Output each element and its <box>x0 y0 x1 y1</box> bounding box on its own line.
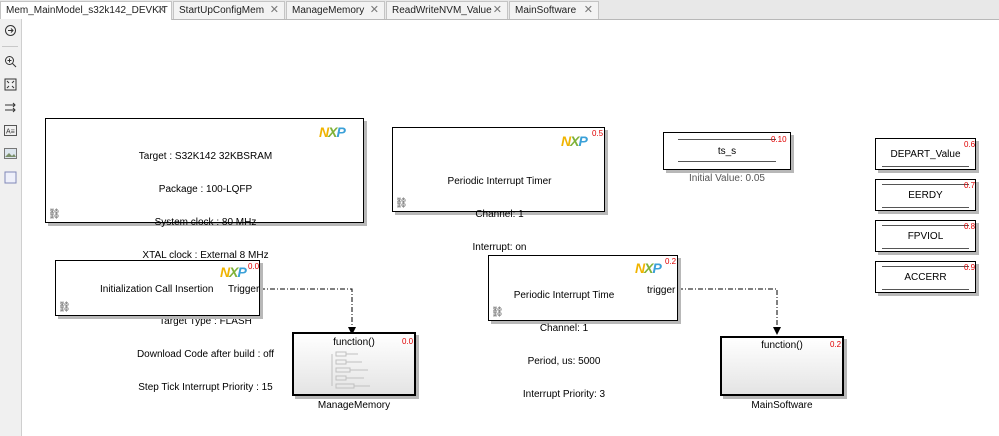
subsystem-preview-icon <box>331 351 370 389</box>
nxp-logo: NXP <box>319 124 346 140</box>
close-icon[interactable]: ✕ <box>156 4 166 16</box>
pit-line: Channel: 1 <box>475 209 524 220</box>
ts-s-block[interactable]: ts_s 0.10 <box>663 132 791 170</box>
config-line: XTAL clock : External 8 MHz <box>142 250 269 261</box>
execution-priority: 0.0 <box>248 262 260 271</box>
store-bar <box>882 184 969 185</box>
periodic-interrupt-timer-trigger-block[interactable]: Periodic Interrupt Time Channel: 1 Perio… <box>488 255 678 400</box>
manage-memory-name: ManageMemory <box>317 400 391 411</box>
link-icon: ⛓ <box>395 198 408 209</box>
execution-priority: 0.0 <box>402 337 414 346</box>
store-bar <box>882 207 969 208</box>
toolbar-separator <box>2 46 18 47</box>
flag-block-accerr[interactable]: ACCERR 0.9 <box>875 261 976 293</box>
pit-text: Periodic Interrupt Timer Channel: 1 Inte… <box>393 154 606 275</box>
block-name: EERDY <box>908 190 943 201</box>
initialization-call-insertion-block[interactable]: Initialization Call Insertion Trigger NX… <box>55 260 260 316</box>
config-line: Target : S32K142 32KBSRAM <box>138 151 273 162</box>
store-bar <box>882 248 969 249</box>
nxp-logo: NXP <box>561 133 588 149</box>
flag-block-depart-value[interactable]: DEPART_Value 0.6 <box>875 138 976 170</box>
config-line: Package : 100-LQFP <box>158 184 253 195</box>
tab-label: StartUpConfigMem <box>179 5 265 16</box>
block-name: ACCERR <box>904 272 947 283</box>
config-line: Step Tick Interrupt Priority : 15 <box>138 382 273 393</box>
nxp-logo: NXP <box>220 264 247 280</box>
trigger-port-label: trigger <box>647 285 676 296</box>
tab-bar: Mem_MainModel_s32k142_DEVKIT ✕ StartUpCo… <box>0 0 999 20</box>
manage-memory-subsystem[interactable]: function() 0.0 <box>292 332 416 396</box>
tab-label: MainSoftware <box>515 5 577 16</box>
config-line: Download Code after build : off <box>136 349 275 360</box>
pit-line: Channel: 1 <box>539 323 589 334</box>
function-port-label: function() <box>761 340 803 351</box>
pit-line: Interrupt Priority: 3 <box>522 389 606 400</box>
block-name: FPVIOL <box>907 231 944 242</box>
close-icon[interactable]: ✕ <box>369 4 379 16</box>
fit-view-icon[interactable] <box>3 78 18 93</box>
nxp-logo: NXP <box>635 260 662 276</box>
execution-priority: 0.6 <box>964 140 976 149</box>
execution-priority: 0.7 <box>964 181 976 190</box>
pit-line: Periodic Interrupt Timer <box>447 176 552 187</box>
tab-startupconfigmem[interactable]: StartUpConfigMem ✕ <box>173 1 285 19</box>
tab-label: ManageMemory <box>292 5 365 16</box>
store-bar <box>882 225 969 226</box>
flag-block-eerdy[interactable]: EERDY 0.7 <box>875 179 976 211</box>
store-bar <box>882 166 969 167</box>
config-line: System clock : 80 MHz <box>154 217 257 228</box>
hide-explorer-icon[interactable] <box>3 24 18 39</box>
area-icon[interactable] <box>3 171 18 186</box>
block-name: ts_s <box>717 146 737 157</box>
store-bar <box>882 289 969 290</box>
trigger-port-label: Trigger <box>228 284 260 295</box>
tab-readwritenvm-value[interactable]: ReadWriteNVM_Value ✕ <box>386 1 508 19</box>
execution-priority: 0.9 <box>964 263 976 272</box>
link-icon: ⛓ <box>58 302 71 313</box>
tab-managememory[interactable]: ManageMemory ✕ <box>286 1 385 19</box>
tab-mainsoftware[interactable]: MainSoftware ✕ <box>509 1 599 19</box>
arrows-icon[interactable] <box>3 101 18 116</box>
svg-text:A≡: A≡ <box>6 129 15 136</box>
main-software-subsystem[interactable]: function() 0.2 <box>720 336 844 396</box>
periodic-interrupt-timer-block[interactable]: Periodic Interrupt Timer Channel: 1 Inte… <box>392 127 605 253</box>
flag-block-fpviol[interactable]: FPVIOL 0.8 <box>875 220 976 252</box>
main-software-name: MainSoftware <box>751 400 813 411</box>
store-bar <box>678 139 776 140</box>
tab-label: ReadWriteNVM_Value <box>392 5 492 16</box>
store-bar <box>882 266 969 267</box>
config-text: Target : S32K142 32KBSRAM Package : 100-… <box>46 129 365 415</box>
pit-line: Interrupt: on <box>472 242 527 253</box>
close-icon[interactable]: ✕ <box>269 4 279 16</box>
image-icon[interactable] <box>3 147 18 162</box>
execution-priority: 0.10 <box>771 135 787 144</box>
tab-label: Mem_MainModel_s32k142_DEVKIT <box>6 5 168 16</box>
execution-priority: 0.5 <box>592 129 604 138</box>
annotation-icon[interactable]: A≡ <box>3 124 18 139</box>
zoom-icon[interactable] <box>3 55 18 70</box>
block-title: Initialization Call Insertion <box>100 284 214 295</box>
tab-mem-mainmodel[interactable]: Mem_MainModel_s32k142_DEVKIT ✕ <box>0 1 172 20</box>
pit-text: Periodic Interrupt Time Channel: 1 Perio… <box>489 268 639 422</box>
block-name: DEPART_Value <box>890 149 961 160</box>
target-config-block[interactable]: Target : S32K142 32KBSRAM Package : 100-… <box>45 118 364 393</box>
pit-line: Period, us: 5000 <box>527 356 601 367</box>
pit-line: Periodic Interrupt Time <box>513 290 615 301</box>
execution-priority: 0.2 <box>665 257 677 266</box>
link-icon: ⛓ <box>491 307 504 318</box>
store-bar <box>678 161 776 162</box>
close-icon[interactable]: ✕ <box>492 4 502 16</box>
function-port-label: function() <box>333 337 375 348</box>
execution-priority: 0.8 <box>964 222 976 231</box>
close-icon[interactable]: ✕ <box>583 4 593 16</box>
initial-value-caption: Initial Value: 0.05 <box>689 173 765 184</box>
config-line: Target Type : FLASH <box>159 316 252 327</box>
palette-toolbar: A≡ <box>0 19 22 436</box>
execution-priority: 0.2 <box>830 340 842 349</box>
link-icon: ⛓ <box>48 209 61 220</box>
